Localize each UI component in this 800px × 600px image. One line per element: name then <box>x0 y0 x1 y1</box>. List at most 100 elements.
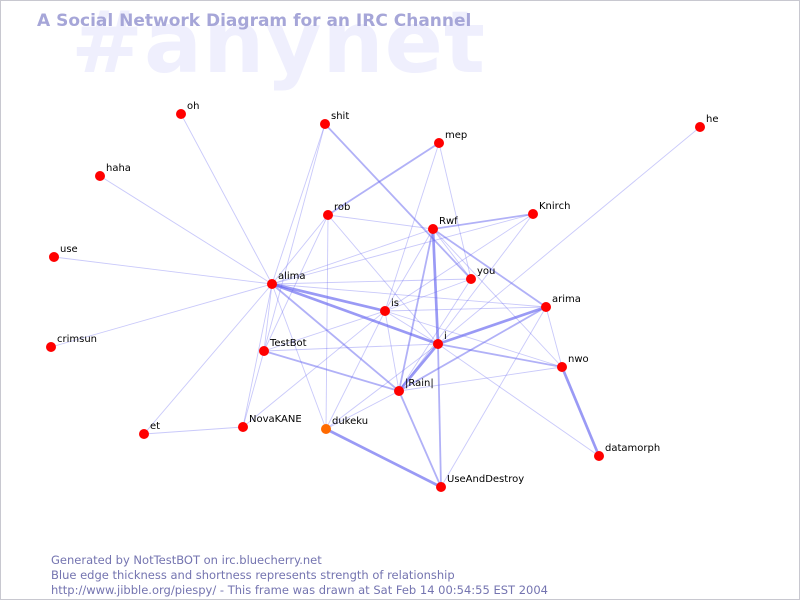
edge-alima-NovaKANE <box>242 283 273 428</box>
node-label-Knirch: Knirch <box>539 201 570 212</box>
edge-oh-alima <box>180 113 273 285</box>
node-dot-rob <box>323 210 333 220</box>
edge-Rwf-arima <box>432 228 547 308</box>
edge-Rwf-nwo <box>432 228 563 368</box>
node-crimsun: crimsun <box>46 334 97 352</box>
node-haha: haha <box>95 163 131 181</box>
edge-jRainj-UseAndDestroy <box>398 390 442 488</box>
edge-jRainj-nwo <box>398 366 563 392</box>
edges-layer <box>50 113 701 489</box>
edge-is-nwo <box>384 310 563 368</box>
node-dot-jRainj <box>394 386 404 396</box>
edge-is-TestBot <box>263 310 386 352</box>
node-label-datamorph: datamorph <box>605 443 660 454</box>
edge-arima-i <box>437 305 547 346</box>
node-dot-is <box>380 306 390 316</box>
edge-alima-et <box>143 283 273 435</box>
edge-Knirch-alima <box>271 213 534 285</box>
edge-use-alima <box>53 256 273 285</box>
edge-Knirch-jRainj <box>398 213 534 392</box>
edge-alima-dukeku <box>271 283 327 430</box>
node-dot-UseAndDestroy <box>436 482 446 492</box>
node-arima: arima <box>541 294 581 312</box>
edge-shit-you <box>324 123 472 280</box>
edge-i-jRainj <box>397 343 440 392</box>
edge-you-jRainj <box>398 278 472 392</box>
node-label-you: you <box>477 266 495 277</box>
node-label-i: i <box>444 331 447 342</box>
node-dot-mep <box>434 138 444 148</box>
node-dot-oh <box>176 109 186 119</box>
node-dot-et <box>139 429 149 439</box>
node-label-oh: oh <box>187 101 199 112</box>
node-dot-haha <box>95 171 105 181</box>
node-dot-shit <box>320 119 330 129</box>
edge-arima-jRainj <box>398 306 547 392</box>
edge-alima-TestBot <box>263 283 273 352</box>
node-is: is <box>380 298 399 316</box>
node-TestBot: TestBot <box>259 338 307 356</box>
edge-Rwf-you <box>432 228 472 280</box>
node-datamorph: datamorph <box>594 443 660 461</box>
edge-is-jRainj <box>384 310 400 392</box>
edge-mep-rob <box>327 142 440 216</box>
edge-shit-TestBot <box>263 123 326 352</box>
node-dot-nwo <box>557 362 567 372</box>
node-dukeku: dukeku <box>321 416 368 434</box>
node-dot-Rwf <box>428 224 438 234</box>
node-UseAndDestroy: UseAndDestroy <box>436 474 524 492</box>
node-dot-Knirch <box>528 209 538 219</box>
node-label-jRainj: |Rain| <box>405 378 434 389</box>
node-dot-datamorph <box>594 451 604 461</box>
edge-TestBot-jRainj <box>263 350 400 392</box>
edge-i-datamorph <box>437 343 600 457</box>
node-mep: mep <box>434 130 467 148</box>
edge-rob-TestBot <box>263 214 329 352</box>
node-label-shit: shit <box>331 111 349 122</box>
edge-alima-arima <box>271 283 547 308</box>
node-dot-TestBot <box>259 346 269 356</box>
node-label-nwo: nwo <box>568 354 589 365</box>
edge-rob-Rwf <box>327 214 434 230</box>
node-i: i <box>433 331 447 349</box>
edge-Rwf-is <box>384 228 434 312</box>
node-label-crimsun: crimsun <box>57 334 97 345</box>
node-alima: alima <box>267 271 306 289</box>
node-label-UseAndDestroy: UseAndDestroy <box>447 474 524 485</box>
edge-rob-dukeku <box>325 214 329 430</box>
node-label-arima: arima <box>552 294 581 305</box>
node-you: you <box>466 266 495 284</box>
node-nwo: nwo <box>557 354 589 372</box>
channel-watermark: #anynet <box>71 0 487 93</box>
edge-rob-i <box>327 214 439 345</box>
edge-is-arima <box>384 306 547 312</box>
footer: Generated by NotTestBOT on irc.bluecherr… <box>51 553 548 598</box>
edge-alima-is <box>271 282 386 313</box>
footer-generated: Generated by NotTestBOT on irc.bluecherr… <box>51 553 322 567</box>
diagram-title: A Social Network Diagram for an IRC Chan… <box>37 11 472 31</box>
edge-i-TestBot <box>263 343 439 352</box>
node-he: he <box>695 114 719 132</box>
node-use: use <box>49 244 78 262</box>
node-label-TestBot: TestBot <box>269 338 307 349</box>
node-dot-NovaKANE <box>238 422 248 432</box>
edge-arima-UseAndDestroy <box>440 306 547 488</box>
node-label-alima: alima <box>278 271 306 282</box>
edge-jRainj-dukeku <box>325 390 400 430</box>
node-dot-dukeku <box>321 424 331 434</box>
edge-Knirch-is <box>384 213 534 312</box>
node-label-is: is <box>391 298 399 309</box>
edge-alima-i <box>271 282 439 346</box>
edge-TestBot-NovaKANE <box>242 350 265 428</box>
edge-mep-is <box>384 142 440 312</box>
node-dot-he <box>695 122 705 132</box>
edge-haha-alima <box>99 175 273 285</box>
node-label-dukeku: dukeku <box>332 416 368 427</box>
node-NovaKANE: NovaKANE <box>238 414 302 432</box>
node-Rwf: Rwf <box>428 216 458 234</box>
edge-arima-nwo <box>545 306 563 368</box>
edge-he-i <box>437 126 701 345</box>
edge-is-NovaKANE <box>242 310 386 428</box>
